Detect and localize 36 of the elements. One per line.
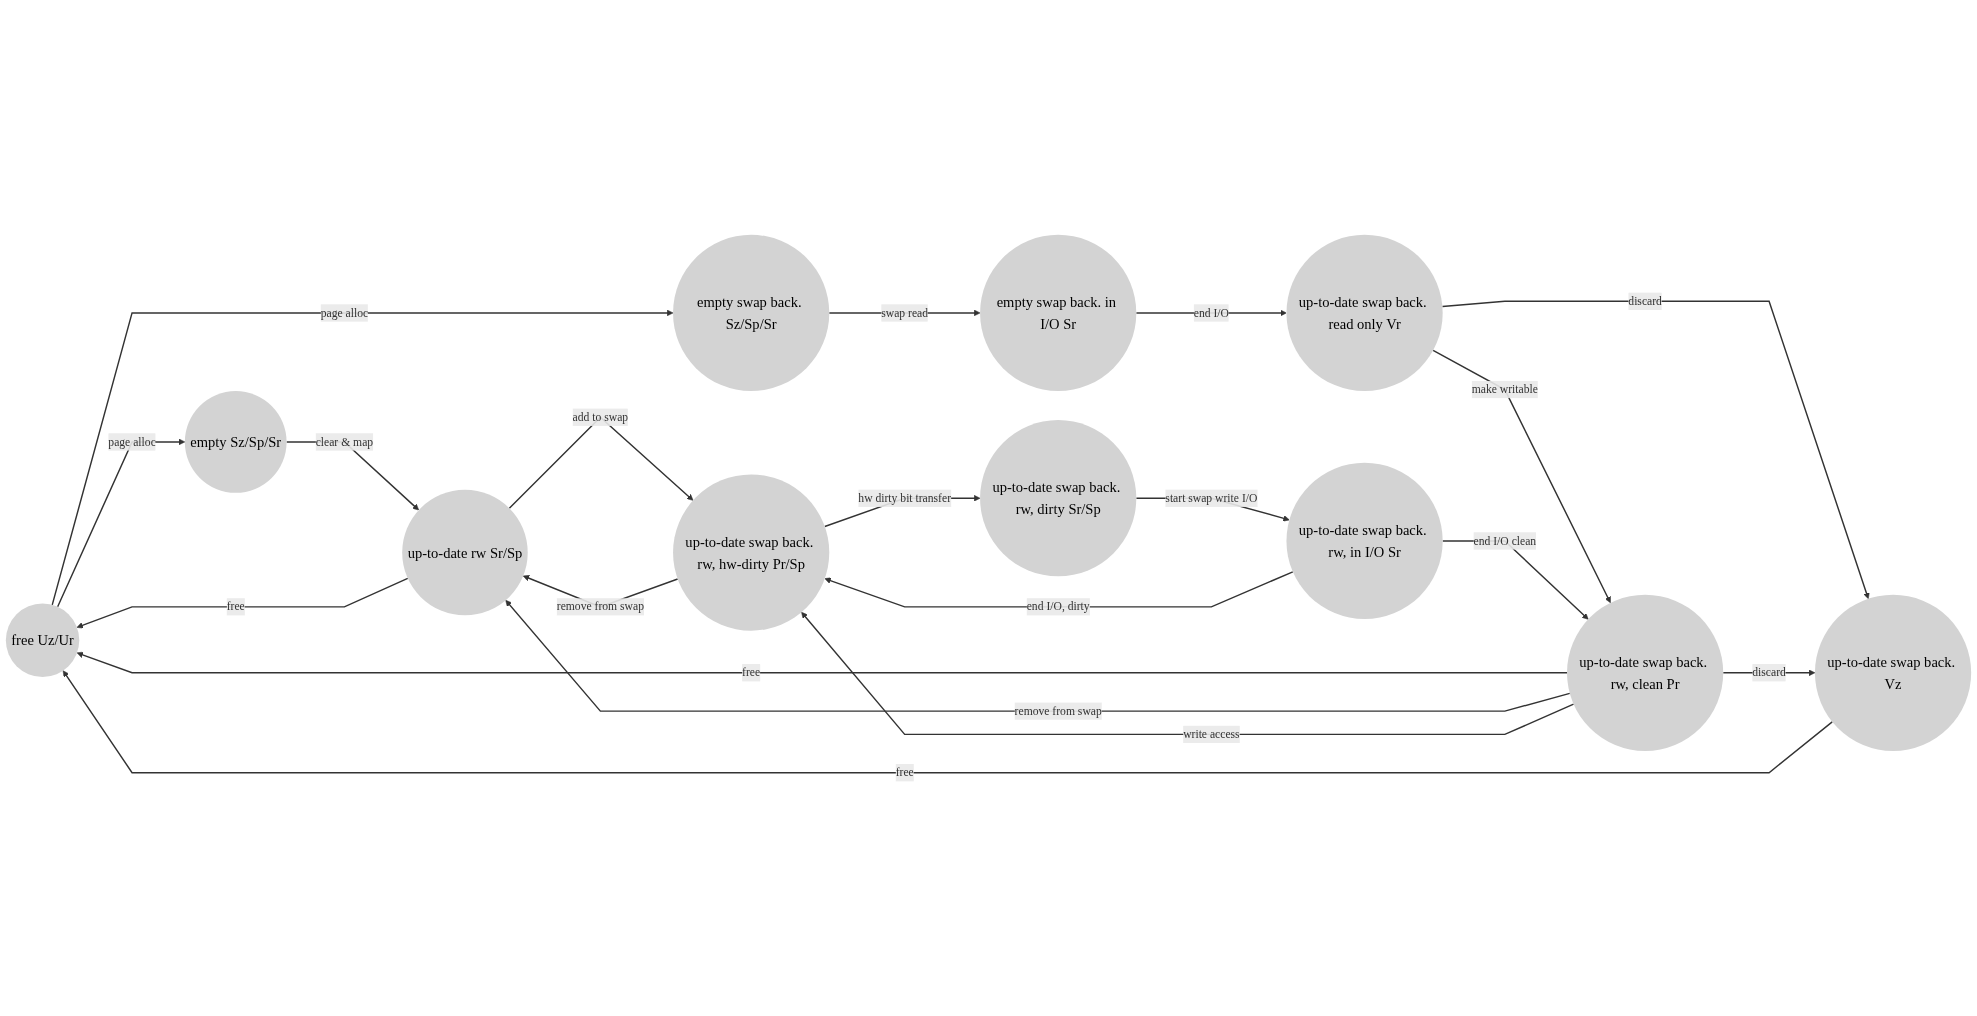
- node-circle: empty Sz/Sp/Sr: [184, 390, 287, 493]
- edge-label: end I/O, dirty: [1026, 600, 1090, 613]
- node-circle: up-to-date swap back. rw, clean Pr: [1567, 594, 1724, 751]
- edge-label: discard: [1628, 294, 1662, 307]
- arrow: [76, 577, 409, 629]
- arrow: [801, 611, 1575, 735]
- arrow: [505, 599, 1571, 712]
- arrow: [1432, 349, 1611, 603]
- edge-label: end I/O clean: [1473, 534, 1537, 547]
- node-circle: up-to-date swap back. rw, in I/O Sr: [1286, 462, 1443, 619]
- edge-label: remove from swap: [556, 600, 644, 613]
- edge-label: add to swap: [572, 410, 629, 423]
- node-circle: up-to-date swap back. rw, hw-dirty Pr/Sp: [673, 474, 830, 631]
- edge-label: swap read: [881, 306, 929, 319]
- edge-label: clear & map: [315, 435, 374, 448]
- node-circle: up-to-date swap back. Vz: [1814, 594, 1972, 751]
- node-circle: up-to-date rw Sr/Sp: [402, 489, 528, 616]
- node-circle: empty swap back. Sz/Sp/Sr: [673, 234, 830, 391]
- node-circle: empty swap back. in I/O Sr: [980, 234, 1137, 391]
- arrow: [76, 651, 1568, 674]
- edge-label: hw dirty bit transfer: [858, 491, 951, 504]
- edge-label: free: [742, 666, 761, 679]
- node-circle: free Uz/Ur: [5, 603, 80, 677]
- node-circle: up-to-date swap back. rw, dirty Sr/Sp: [980, 420, 1137, 577]
- edge-label: page alloc: [320, 306, 369, 319]
- edge-label: start swap write I/O: [1165, 491, 1258, 504]
- edge-label: remove from swap: [1014, 704, 1102, 717]
- edge-label: page alloc: [108, 435, 156, 448]
- edge-label: write access: [1183, 727, 1240, 741]
- edge-label: free: [226, 600, 245, 613]
- node-circle: up-to-date swap back. read only Vr: [1286, 234, 1443, 391]
- arrow: [1441, 300, 1870, 599]
- edge-label: make writable: [1471, 382, 1538, 396]
- edge-label: discard: [1752, 666, 1786, 679]
- edge-label: end I/O: [1193, 306, 1229, 319]
- edge-label: free: [895, 766, 914, 779]
